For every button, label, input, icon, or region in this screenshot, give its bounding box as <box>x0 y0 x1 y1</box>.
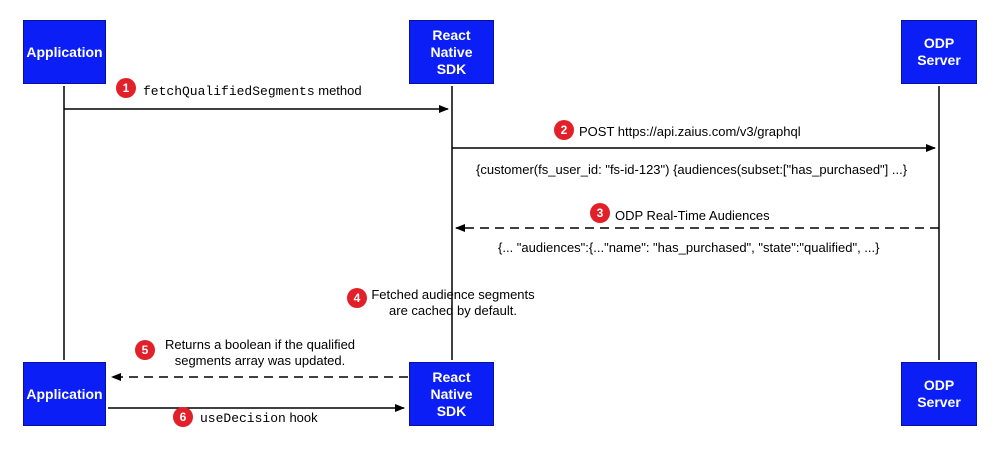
participant-sdk-top: React Native SDK <box>409 20 494 84</box>
participant-sdk-bottom: React Native SDK <box>409 362 494 426</box>
participant-label: ODP Server <box>917 377 961 410</box>
step-1-label: fetchQualifiedSegments method <box>143 83 362 100</box>
step-1-code: fetchQualifiedSegments <box>143 84 315 99</box>
step-3-label: ODP Real-Time Audiences <box>615 208 770 223</box>
participant-label: Application <box>26 385 103 402</box>
participant-odp-bottom: ODP Server <box>901 362 977 426</box>
participant-label: Application <box>26 43 103 60</box>
step-4-line-1: Fetched audience segments <box>371 287 535 302</box>
participant-application-top: Application <box>23 20 106 84</box>
participant-label: React Native SDK <box>430 26 473 77</box>
participant-label: React Native SDK <box>430 368 473 419</box>
step-2-label: POST https://api.zaius.com/v3/graphql <box>579 124 801 139</box>
step-4-label: Fetched audience segments are cached by … <box>369 287 537 319</box>
participant-application-bottom: Application <box>23 362 106 426</box>
step-6-badge: 6 <box>173 407 193 427</box>
step-2-badge: 2 <box>554 120 574 140</box>
step-5-badge: 5 <box>135 340 155 360</box>
step-6-label: useDecision hook <box>200 410 318 427</box>
step-5-label: Returns a boolean if the qualified segme… <box>160 337 360 369</box>
step-6-code: useDecision <box>200 411 286 426</box>
step-5-line-2: segments array was updated. <box>174 353 346 368</box>
step-4-badge: 4 <box>347 288 367 308</box>
step-3-detail: {... "audiences":{..."name": "has_purcha… <box>498 240 880 255</box>
step-1-text: method <box>314 83 362 98</box>
step-4-line-2: are cached by default. <box>389 303 517 318</box>
step-6-text: hook <box>285 410 318 425</box>
participant-label: ODP Server <box>917 35 961 68</box>
participant-odp-top: ODP Server <box>901 20 977 84</box>
step-3-badge: 3 <box>590 203 610 223</box>
step-1-badge: 1 <box>116 78 136 98</box>
step-5-line-1: Returns a boolean if the qualified <box>164 337 356 352</box>
step-2-detail: {customer(fs_user_id: "fs-id-123") {audi… <box>476 162 908 177</box>
